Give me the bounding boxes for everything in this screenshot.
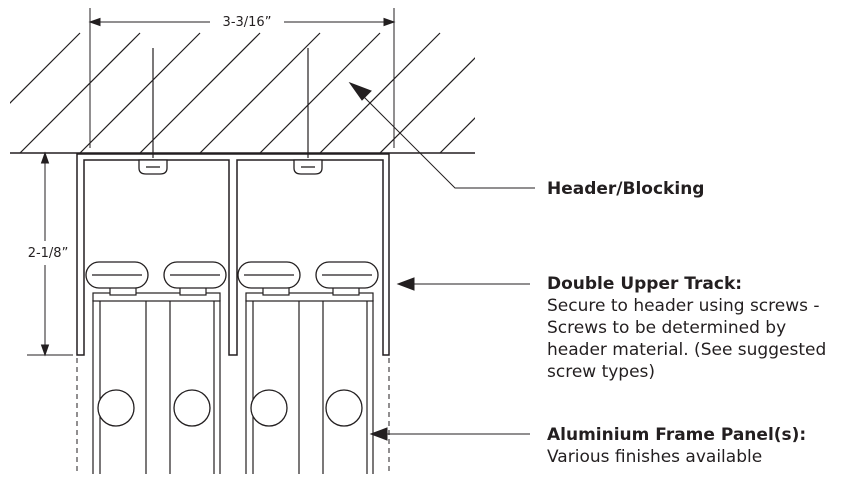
callout-title: Double Upper Track: [547, 274, 743, 294]
header-hatch [10, 32, 475, 153]
callout-line: Secure to header using screws - [547, 296, 820, 316]
screw-shanks [152, 48, 309, 158]
double-upper-track [76, 153, 390, 356]
leader-panel [369, 427, 530, 441]
width-dimension-label: 3-3/16” [223, 15, 272, 30]
height-dimension [27, 151, 73, 357]
rollers [85, 261, 379, 289]
callout-line: Various finishes available [547, 447, 763, 467]
panel-frames [92, 300, 374, 474]
height-dimension-label: 2-1/8” [28, 246, 69, 261]
callout-aluminium-frame-panels: Aluminium Frame Panel(s): Various finish… [547, 424, 806, 468]
callout-title: Header/Blocking [547, 179, 705, 199]
callout-double-upper-track: Double Upper Track: Secure to header usi… [547, 273, 826, 383]
callout-line: Screws to be determined by [547, 318, 787, 338]
width-dimension [88, 8, 396, 148]
callout-header-blocking: Header/Blocking [547, 178, 704, 200]
leader-header [348, 81, 535, 189]
panel-dashed-edges [76, 358, 390, 474]
screw-heads [138, 159, 323, 175]
callout-line: header material. (See suggested [547, 340, 827, 360]
callout-line: screw types) [547, 362, 656, 382]
callout-title: Aluminium Frame Panel(s): [547, 425, 807, 445]
leader-track [396, 277, 530, 291]
panel-circles [97, 389, 363, 427]
